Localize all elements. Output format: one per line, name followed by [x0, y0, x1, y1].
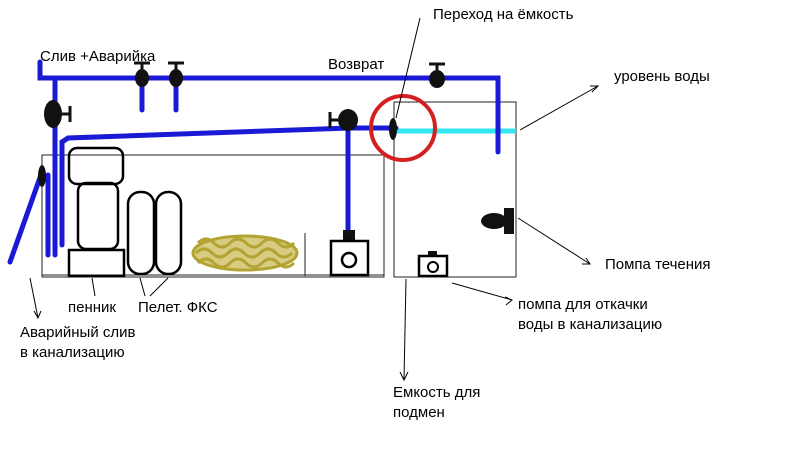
emergency-drain-label-line1: Аварийный слив — [20, 324, 135, 341]
skimmer-label: пенник — [68, 299, 116, 316]
transition-label: Переход на ёмкость — [433, 6, 574, 23]
drain-pump-label-line1: помпа для откачки — [518, 296, 648, 313]
ball-valve-left — [44, 100, 72, 128]
pointer-lines — [29, 17, 600, 382]
drain-pump — [417, 251, 449, 278]
filter-media — [191, 234, 299, 272]
ball-valve-return — [328, 109, 358, 131]
emergency-drain-label-line2: в канализацию — [20, 344, 125, 361]
filters-label: Пелет. ФКС — [138, 299, 218, 316]
tank-label-line2: подмен — [393, 404, 445, 421]
transition-highlight-circle — [369, 94, 437, 162]
return-pipe — [59, 125, 399, 248]
ball-valve-top-1 — [134, 61, 150, 87]
drain-pump-label-line2: воды в канализацию — [518, 316, 662, 333]
reserve-tank-outline — [393, 101, 517, 278]
ball-valve-top-3 — [429, 62, 445, 88]
tank-label-line1: Емкость для — [393, 384, 480, 401]
return-pump — [329, 230, 370, 277]
skimmer — [67, 146, 126, 278]
filter-reactors — [126, 190, 183, 276]
top-pipe — [37, 59, 501, 155]
water-level-label: уровень воды — [614, 68, 710, 85]
transition-valve — [389, 118, 397, 140]
emergency-drain-pipe — [7, 169, 45, 265]
sump-outline — [41, 154, 385, 278]
pipe-network — [7, 59, 501, 265]
ball-valve-top-2 — [168, 61, 184, 87]
emergency-drain-valve — [38, 165, 46, 187]
drain-emergency-label: Слив +Аварийка — [40, 48, 156, 65]
flow-pump — [481, 208, 514, 234]
return-label: Возврат — [328, 56, 384, 73]
flow-pump-label: Помпа течения — [605, 256, 711, 273]
